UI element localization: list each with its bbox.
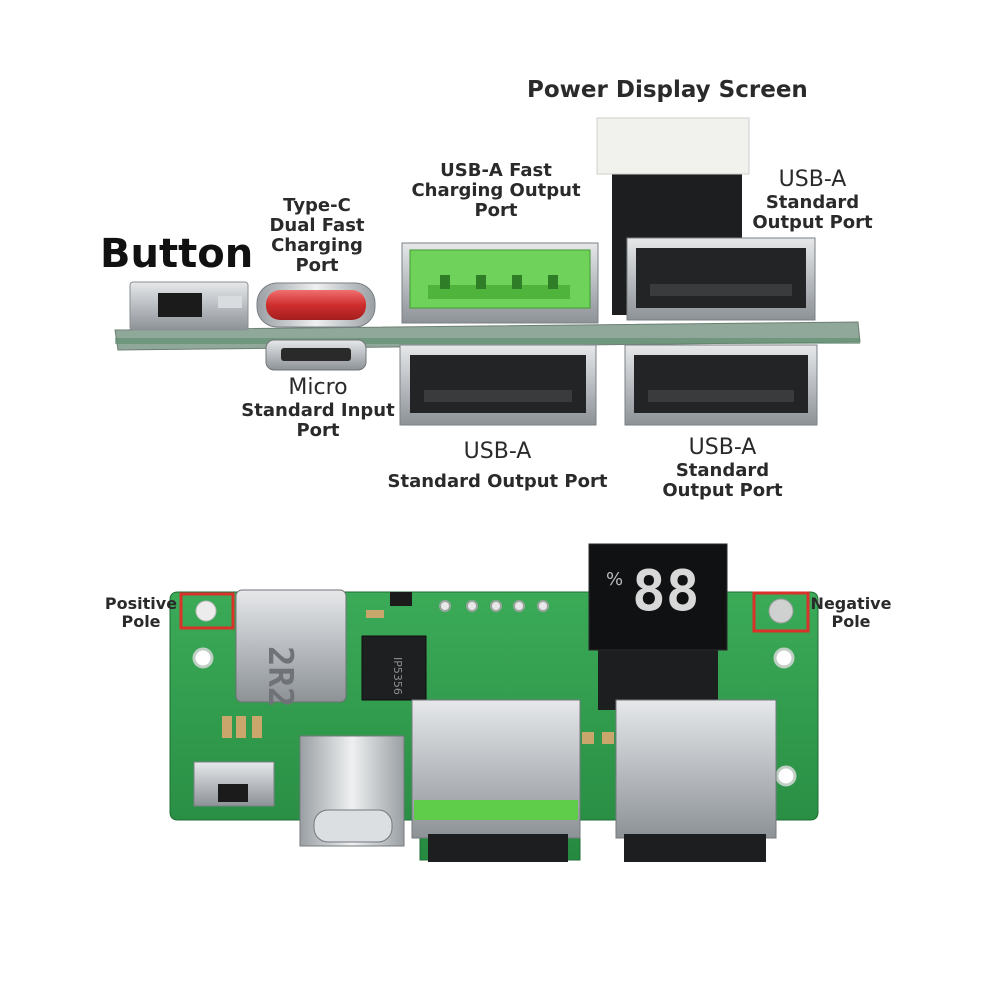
typec-insert [266,290,366,320]
header-holes [439,600,549,612]
label-negative-pole: Negative Pole [810,595,892,631]
label-typec: Type-C Dual Fast Charging Port [262,195,372,277]
usba-fast-insert [409,249,591,309]
label-usba-bottom-right-line3: Output Port [662,479,783,501]
smd-parts [222,592,614,744]
label-usba-fast-line1: USB-A Fast [440,160,552,181]
label-usba-bottom-mid-line1: USB-A [463,439,532,464]
controller-chip [361,635,427,701]
label-usba-bottom-right-line1: USB-A [688,435,757,460]
label-typec-line4: Port [295,255,339,277]
label-micro: Micro Standard Input Port [236,375,400,441]
label-positive-line1: Positive [104,594,178,613]
label-typec-line1: Type-C [283,195,351,216]
label-usba-right-top-line2: Standard [765,191,860,213]
label-usba-fast: USB-A Fast Charging Output Port [405,160,587,222]
label-negative-line2: Pole [831,611,871,631]
side-view [114,117,861,426]
display-module [588,543,728,651]
top-view [169,543,819,862]
label-typec-line3: Charging [271,235,363,257]
label-micro-line1: Micro [288,375,348,400]
label-usba-right-top: USB-A Standard Output Port [750,167,875,233]
positive-pad [195,600,217,622]
inductor [235,589,347,703]
usba-bottom-right-insert [634,355,808,413]
label-usba-right-top-line3: Output Port [752,211,873,233]
usba-right-top-view [615,699,777,839]
label-usba-right-top-line1: USB-A [778,167,847,192]
label-usba-fast-line2: Charging Output [411,180,581,202]
label-micro-line3: Port [296,419,340,441]
label-micro-line2: Standard Input [241,399,395,421]
display-module-top [596,117,750,175]
label-negative-line1: Negative [810,594,892,613]
negative-pad [768,598,794,624]
usba-bottom-mid-insert [410,355,586,413]
label-usba-bottom-right: USB-A Standard Output Port [660,435,785,501]
label-usba-bottom-mid-line2: Standard Output Port [387,471,608,492]
usba-right-top-insert [636,248,806,308]
label-button: Button [100,231,254,277]
label-positive-line2: Pole [121,611,161,631]
positive-pole-box [179,592,235,630]
label-positive-pole: Positive Pole [100,595,182,631]
button-knob [158,293,202,317]
label-usba-bottom-right-line2: Standard [675,459,770,481]
label-usba-bottom-mid: USB-A Standard Output Port [385,435,610,495]
label-typec-line2: Dual Fast [269,215,365,237]
label-power-display-screen: Power Display Screen [527,77,808,103]
label-usba-fast-line3: Port [474,200,518,222]
negative-pole-box [752,591,810,633]
